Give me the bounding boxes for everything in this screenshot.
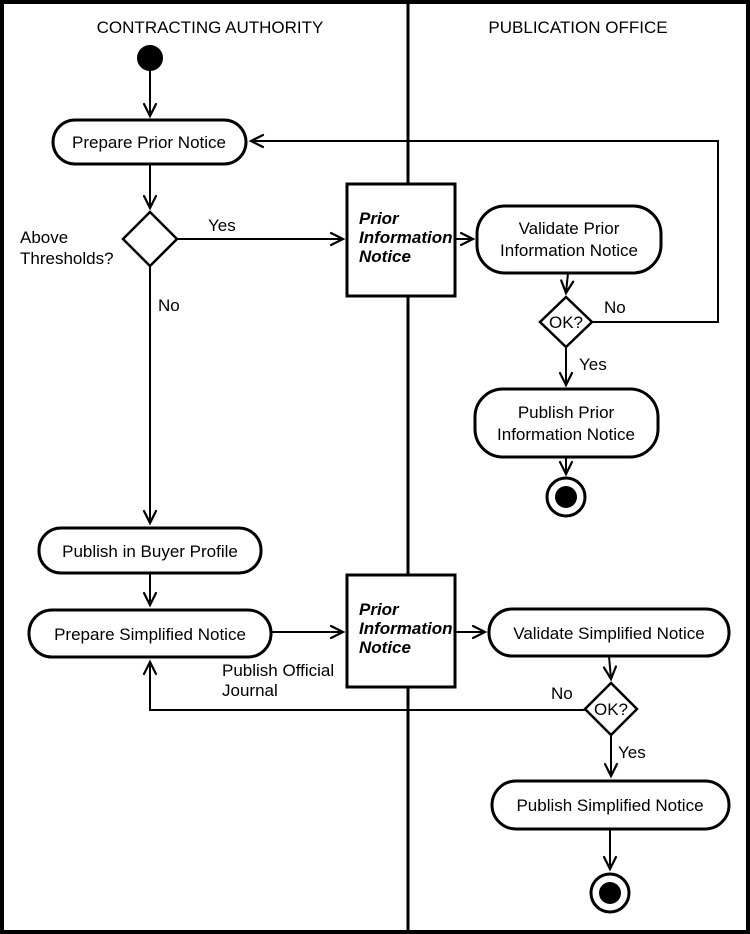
activity-publish-simplified-notice [490,779,731,831]
final-node-bottom-core [599,882,621,904]
activity-publish-in-buyer-profile [37,526,263,575]
label-publish-official-journal-line2: Journal [222,681,278,700]
label-pin-top-line3: Notice [359,247,411,266]
activity-validate-simplified-notice [487,607,731,658]
label-prepare-prior-notice: Prepare Prior Notice [72,133,226,152]
edge-ok-top-no-loop [248,133,719,323]
lane-title-publication-office: PUBLICATION OFFICE [488,18,667,37]
label-publish-prior-line2: Information Notice [497,425,635,444]
activity-validate-prior-information-notice [475,204,663,275]
label-publish-prior-line1: Publish Prior [518,403,615,422]
label-validate-prior-line2: Information Notice [500,241,638,260]
label-pin-bottom-line3: Notice [359,638,411,657]
edge-validate-simplified-to-ok-bottom [602,655,618,682]
label-above-thresholds-line1: Above [20,228,68,247]
edge-ok-bottom-no-loop [142,659,585,711]
label-above-thresholds-line2: Thresholds? [20,249,114,268]
edge-validate-prior-to-ok-top [560,272,575,296]
label-no-ok-top: No [604,298,626,317]
initial-node [137,45,163,71]
label-publish-simplified-notice: Publish Simplified Notice [516,796,703,815]
label-no-ok-bottom: No [551,684,573,703]
activity-publish-prior-information-notice [473,387,660,459]
activity-prepare-simplified-notice [27,608,273,659]
label-prepare-simplified-notice: Prepare Simplified Notice [54,625,246,644]
label-publish-in-buyer-profile: Publish in Buyer Profile [62,542,238,561]
label-yes-above: Yes [208,216,236,235]
label-ok-bottom: OK? [594,700,628,719]
label-publish-official-journal-line1: Publish Official [222,661,334,680]
decision-ok-bottom [583,681,639,737]
label-yes-ok-bottom: Yes [618,743,646,762]
object-prior-information-notice-bottom [345,573,457,689]
label-yes-ok-top: Yes [579,355,607,374]
label-pin-bottom-line1: Prior [359,600,400,619]
decision-above-thresholds [121,210,179,268]
label-pin-top-line2: Information [359,228,453,247]
label-pin-bottom-line2: Information [359,619,453,638]
lane-title-contracting-authority: CONTRACTING AUTHORITY [97,18,324,37]
object-prior-information-notice-top [345,182,457,298]
label-ok-top: OK? [549,313,583,332]
label-pin-top-line1: Prior [359,209,400,228]
label-validate-simplified-notice: Validate Simplified Notice [513,624,705,643]
final-node-top-core [555,486,577,508]
label-validate-prior-line1: Validate Prior [519,219,620,238]
decision-ok-top [538,295,594,349]
activity-prepare-prior-notice [51,118,248,166]
label-no-above: No [158,296,180,315]
